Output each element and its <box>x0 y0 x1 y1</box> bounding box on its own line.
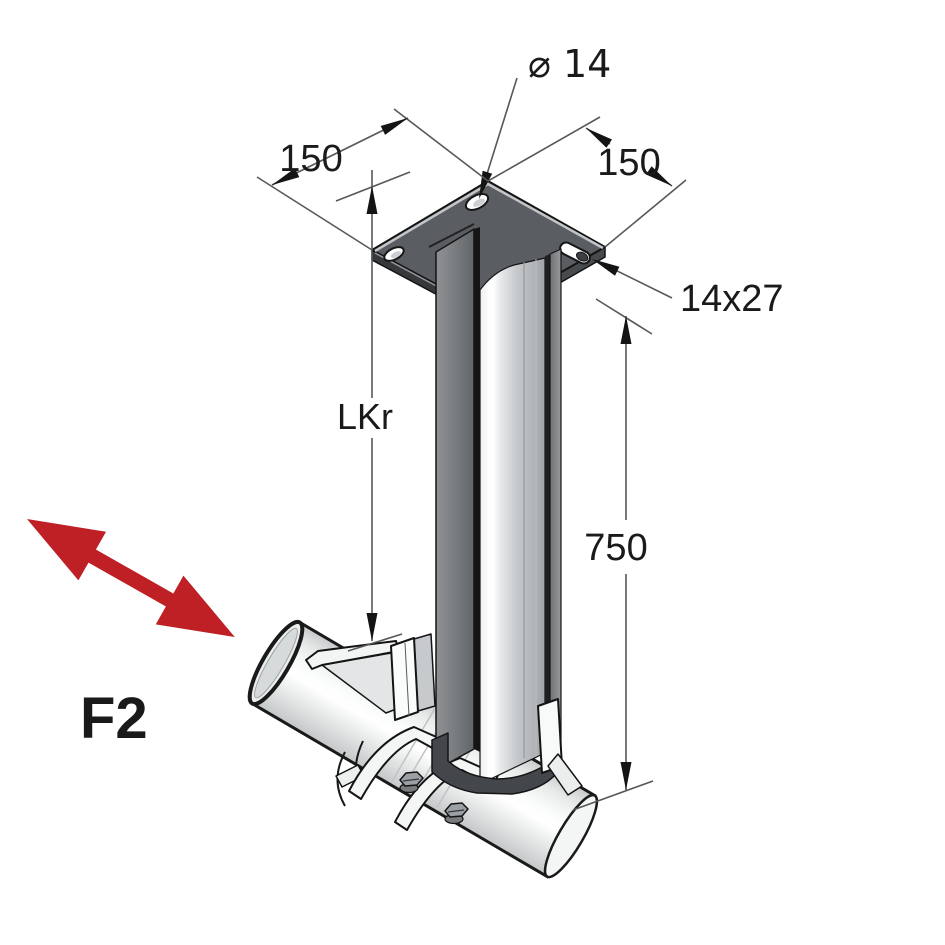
plate-hole-left <box>383 246 405 262</box>
plate-bevel-highlight <box>374 182 604 253</box>
dim-arrowhead <box>646 166 672 186</box>
dim-arrowhead <box>366 613 378 641</box>
channel-post <box>428 223 562 785</box>
dim-plate-left: 150 <box>279 138 342 180</box>
gusset-bracket <box>305 633 436 721</box>
dim-post-height: 750 <box>584 527 647 569</box>
dim-arrowhead <box>272 168 300 185</box>
dim-arrowhead <box>586 128 612 148</box>
dim-arrowhead <box>620 762 632 790</box>
force-annotation: F2 <box>27 519 235 751</box>
dim-length-lkr: LKr <box>337 396 393 437</box>
force-label: F2 <box>80 686 148 751</box>
channel-groove <box>474 227 480 752</box>
gusset-upright-plate <box>390 637 419 721</box>
plate-slot-edge <box>428 223 475 248</box>
channel-flange-face <box>435 228 475 771</box>
dim-arrowhead <box>380 118 408 135</box>
force-direction-arrow-icon <box>27 519 235 638</box>
dim-arrowhead <box>620 316 632 344</box>
dim-arrowhead <box>479 170 493 199</box>
dimension-annotations: ⌀ 14 150 150 14x27 LKr 75 <box>256 42 784 811</box>
dim-arrowhead <box>366 186 378 214</box>
channel-right-return <box>549 248 562 752</box>
dim-plate-right: 150 <box>597 142 660 184</box>
pipe-end-right <box>543 793 599 879</box>
right-clamp-plate <box>537 698 583 796</box>
clamp-bolt-front <box>399 771 424 794</box>
right-fin <box>547 753 583 796</box>
dim-slot-size: 14x27 <box>680 278 784 320</box>
plate-hole-top <box>464 193 490 211</box>
channel-right-edge <box>545 254 550 753</box>
plate-slot-hole <box>559 241 591 265</box>
dim-hole-diameter: ⌀ 14 <box>528 42 611 86</box>
dim-arrowhead <box>592 259 620 276</box>
clamp-bolt-rear <box>444 802 469 825</box>
